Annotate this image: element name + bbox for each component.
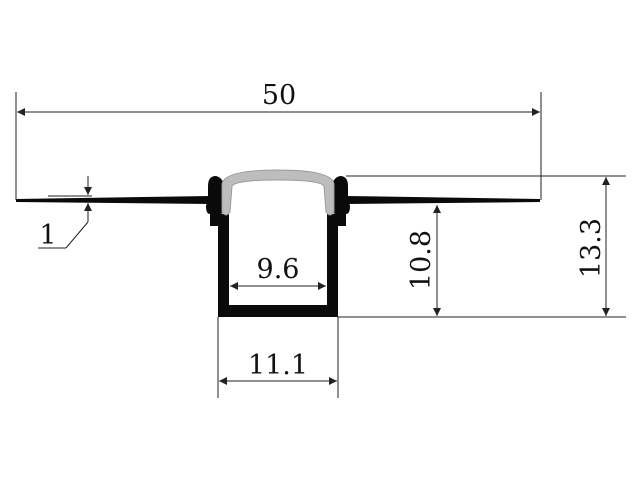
right-clip [332,176,350,226]
left-flange [16,196,210,204]
dimension-total-width: 50 [15,80,542,200]
dimension-outer-width: 11.1 [217,317,339,398]
right-flange [346,196,540,204]
left-clip [206,176,224,226]
dimension-flange-thickness: 1 [38,176,92,251]
dimension-label-outer-width: 11.1 [248,350,308,381]
dimension-label-total-height: 13.3 [576,218,607,278]
dimension-channel-depth: 10.8 [338,205,458,318]
diffuser-cover [221,169,335,216]
dimension-label-inner-width: 9.6 [257,254,300,285]
dimension-label-total-width: 50 [262,80,296,111]
u-channel [218,214,338,317]
dimension-label-flange-thickness: 1 [39,220,56,251]
dimension-total-height: 13.3 [346,175,626,318]
dimension-label-channel-depth: 10.8 [406,230,437,290]
aluminium-profile [16,176,540,317]
dimension-inner-width: 9.6 [230,254,326,290]
